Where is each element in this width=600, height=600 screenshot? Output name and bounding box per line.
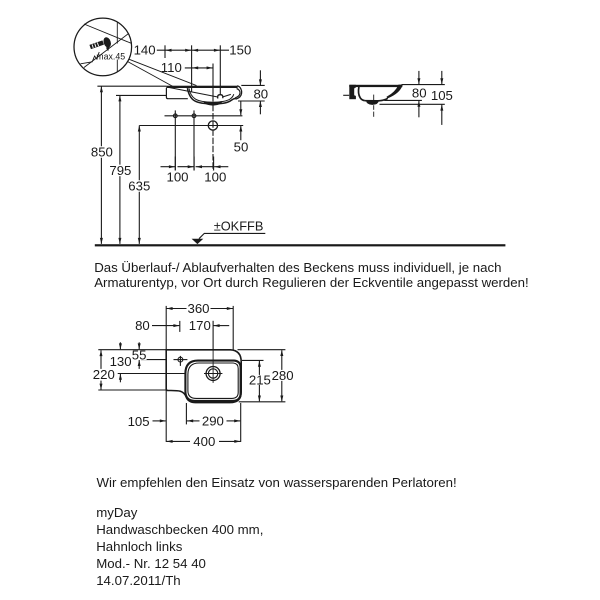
svg-text:360: 360 xyxy=(187,301,209,316)
svg-text:105: 105 xyxy=(128,414,150,429)
svg-text:80: 80 xyxy=(135,318,150,333)
svg-text:80: 80 xyxy=(412,86,427,101)
svg-text:850: 850 xyxy=(91,145,113,160)
svg-text:55: 55 xyxy=(132,348,147,363)
svg-text:100: 100 xyxy=(166,169,188,184)
svg-text:400: 400 xyxy=(193,434,215,449)
svg-text:80: 80 xyxy=(253,87,268,102)
svg-text:105: 105 xyxy=(431,88,453,103)
svg-text:170: 170 xyxy=(189,318,211,333)
svg-text:max.45: max.45 xyxy=(96,52,125,62)
svg-text:280: 280 xyxy=(272,368,294,383)
svg-text:795: 795 xyxy=(109,163,131,178)
svg-text:140: 140 xyxy=(134,42,156,57)
svg-text:150: 150 xyxy=(229,42,251,57)
svg-text:220: 220 xyxy=(93,367,115,382)
svg-text:290: 290 xyxy=(202,413,224,428)
svg-text:130: 130 xyxy=(110,354,132,369)
svg-text:635: 635 xyxy=(128,179,150,194)
svg-text:50: 50 xyxy=(234,140,249,155)
svg-text:±OKFFB: ±OKFFB xyxy=(214,219,264,234)
svg-text:110: 110 xyxy=(161,60,182,75)
svg-text:215: 215 xyxy=(249,372,271,387)
svg-text:100: 100 xyxy=(204,169,226,184)
